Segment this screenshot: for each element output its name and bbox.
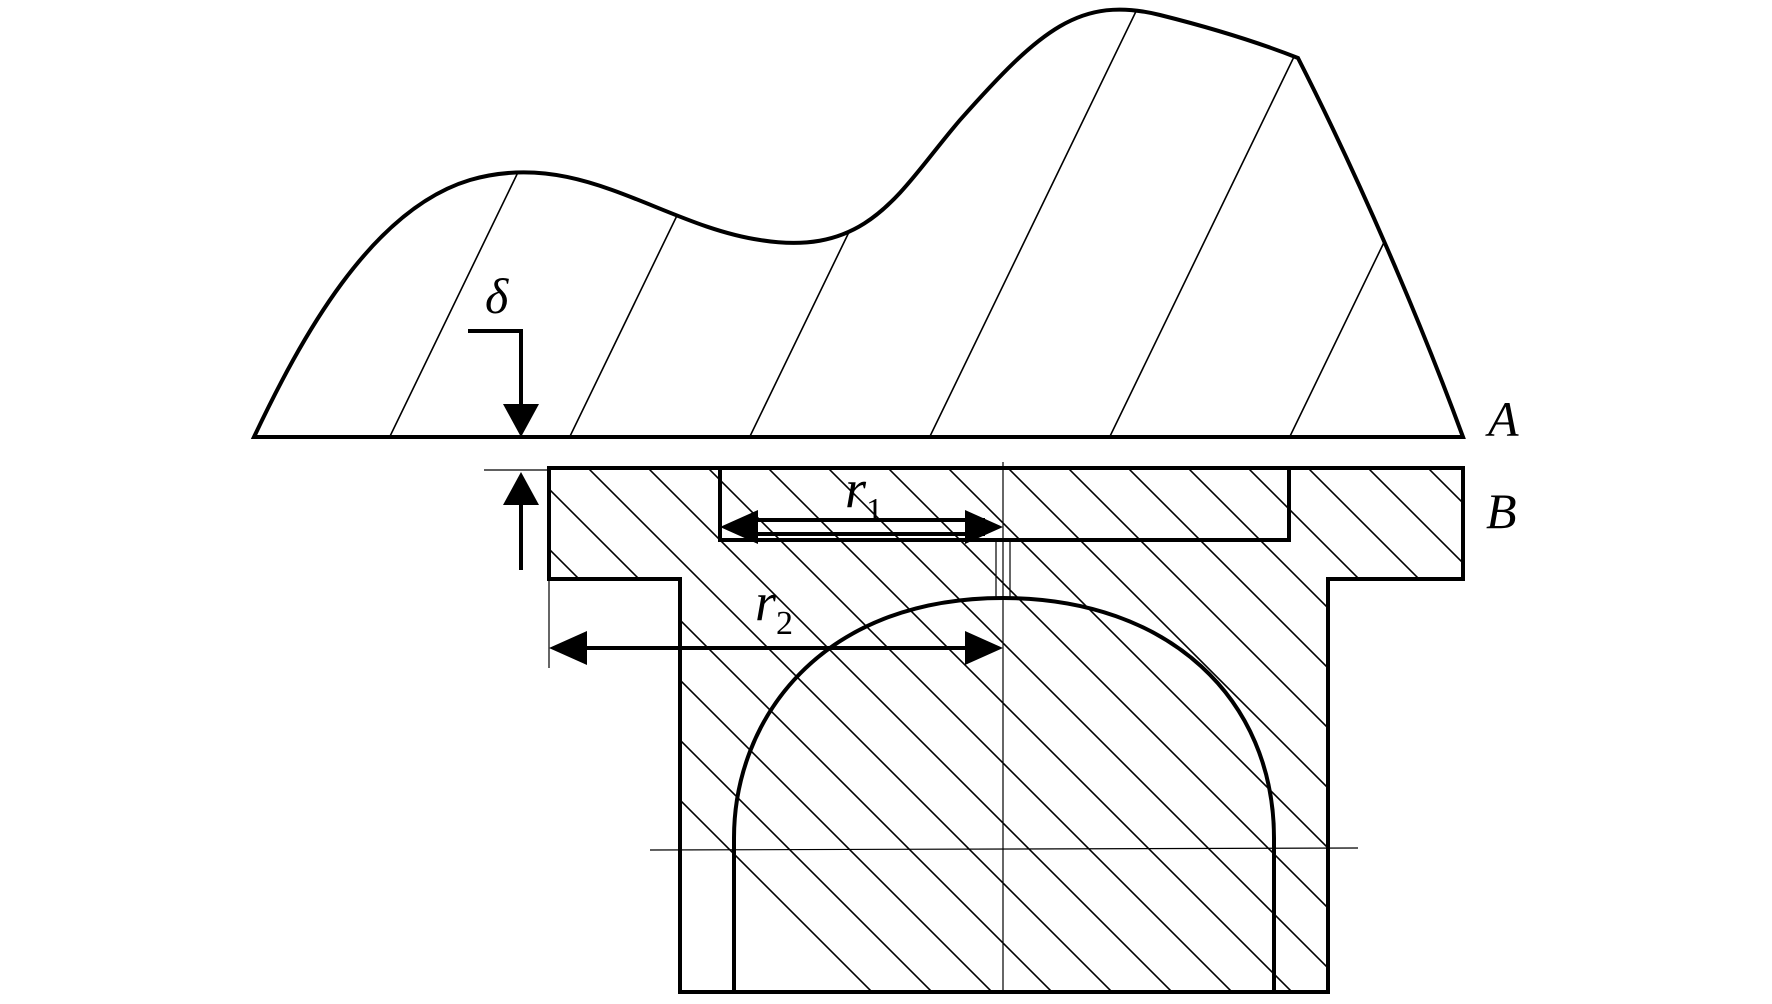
upper-body-outline: [250, 7, 1466, 439]
r2-arrow-left: [549, 631, 587, 665]
label-gap: δ: [485, 268, 509, 324]
label-r2: r2: [755, 572, 793, 642]
gap-arrow-down: [503, 404, 539, 437]
r2-arrow-right: [965, 631, 1003, 665]
dome-cavity: [732, 595, 1276, 992]
r1-dimension: [720, 510, 1003, 544]
gap-dimension: [468, 329, 549, 570]
r1-arrow-right: [965, 510, 1003, 544]
gap-leader: [468, 329, 523, 412]
top-recess: [718, 466, 1291, 542]
label-surface-a: A: [1485, 391, 1519, 447]
r2-dimension: [548, 579, 1003, 668]
label-r1: r1: [845, 459, 883, 529]
r1-arrow-left: [720, 510, 758, 544]
upper-body-hatching: [329, 9, 1463, 437]
label-surface-b: B: [1486, 483, 1517, 539]
lower-part-outline: [547, 466, 1465, 994]
horizontal-centerline: [649, 847, 1359, 851]
gap-arrow-up: [503, 472, 539, 505]
